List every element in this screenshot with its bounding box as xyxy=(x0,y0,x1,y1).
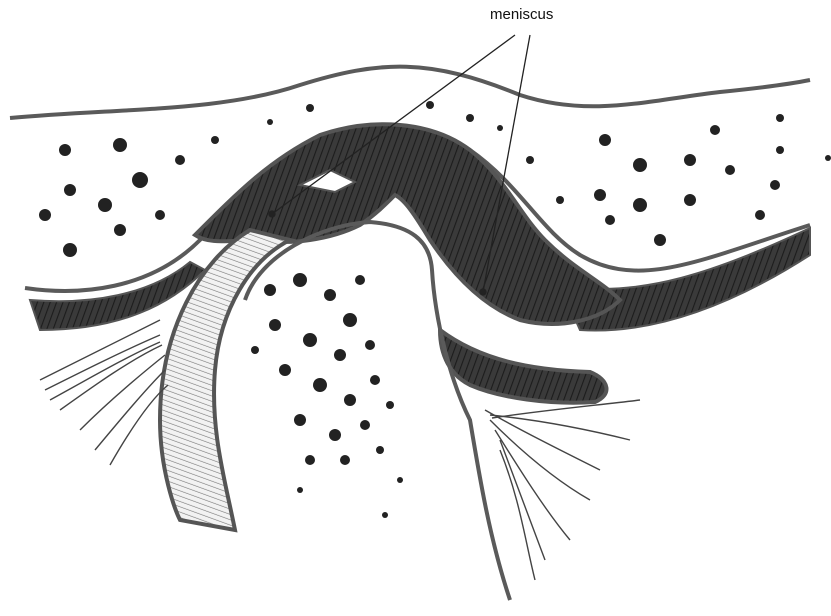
capsule-outline xyxy=(10,67,810,118)
meniscus-label: meniscus xyxy=(490,6,553,23)
left-fiber-fringe xyxy=(40,320,168,465)
meniscus-tongue xyxy=(440,330,606,403)
right-fiber-fringe xyxy=(485,400,640,580)
meniscus-body xyxy=(195,124,620,324)
